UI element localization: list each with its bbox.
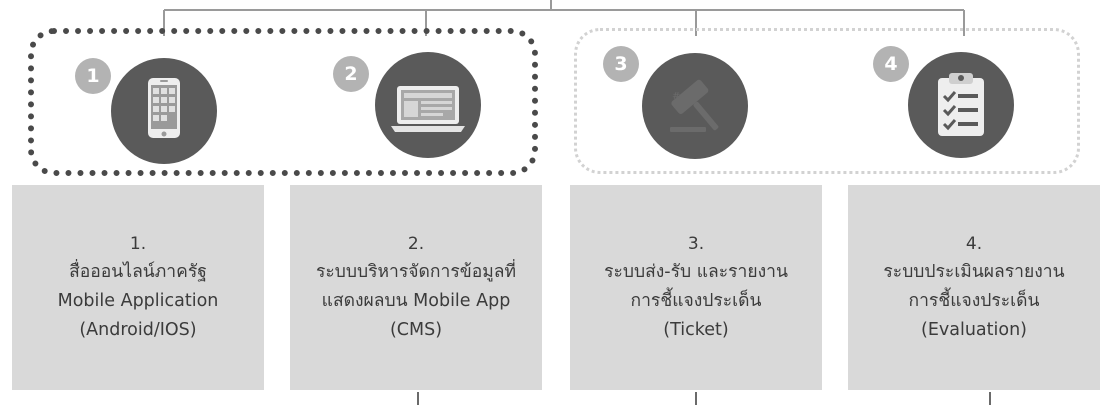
step-3-number: 3. (687, 233, 705, 254)
step-2-title: ระบบบริหารจัดการข้อมูลที่ (316, 261, 516, 282)
step-1-badge: 1 (75, 58, 111, 94)
step-4-card: 4. ระบบประเมินผลรายงาน การชี้แจงประเด็น … (848, 185, 1100, 390)
svg-text:#: # (672, 91, 680, 102)
step-1-platform: (Android/IOS) (79, 319, 197, 340)
step-2-badge: 2 (333, 56, 369, 92)
step-2-platform: (CMS) (389, 319, 443, 340)
step-1-icon-circle (111, 58, 217, 164)
step-3-title: ระบบส่ง-รับ และรายงาน (604, 261, 788, 282)
clipboard-checklist-icon (938, 73, 984, 136)
step-3-badge: 3 (603, 46, 639, 82)
step-4-platform: (Evaluation) (921, 319, 1027, 340)
step-2-number: 2. (407, 233, 425, 254)
gavel-icon: # (670, 79, 719, 132)
group-frame-dark-dotted (28, 28, 538, 176)
step-3-icon-circle: # (642, 53, 748, 159)
step-3-subtitle: การชี้แจงประเด็น (630, 290, 762, 311)
smartphone-icon (148, 78, 180, 138)
step-1-subtitle: Mobile Application (57, 290, 219, 311)
step-2-card: 2. ระบบบริหารจัดการข้อมูลที่ แสดงผลบน Mo… (290, 185, 542, 390)
step-4-title: ระบบประเมินผลรายงาน (883, 261, 1065, 282)
step-1-number: 1. (129, 233, 147, 254)
step-2-icon-circle (375, 52, 481, 158)
group-frame-light-dotted (574, 28, 1080, 174)
step-3-card: 3. ระบบส่ง-รับ และรายงาน การชี้แจงประเด็… (570, 185, 822, 390)
step-1-card: 1. สื่อออนไลน์ภาครัฐ Mobile Application … (12, 185, 264, 390)
step-4-subtitle: การชี้แจงประเด็น (908, 290, 1040, 311)
step-4-icon-circle (908, 52, 1014, 158)
laptop-icon (391, 86, 465, 132)
step-4-badge: 4 (873, 46, 909, 82)
step-2-subtitle: แสดงผลบน Mobile App (321, 290, 511, 311)
step-1-title: สื่อออนไลน์ภาครัฐ (69, 261, 207, 282)
step-4-number: 4. (965, 233, 983, 254)
step-3-platform: (Ticket) (663, 319, 729, 340)
